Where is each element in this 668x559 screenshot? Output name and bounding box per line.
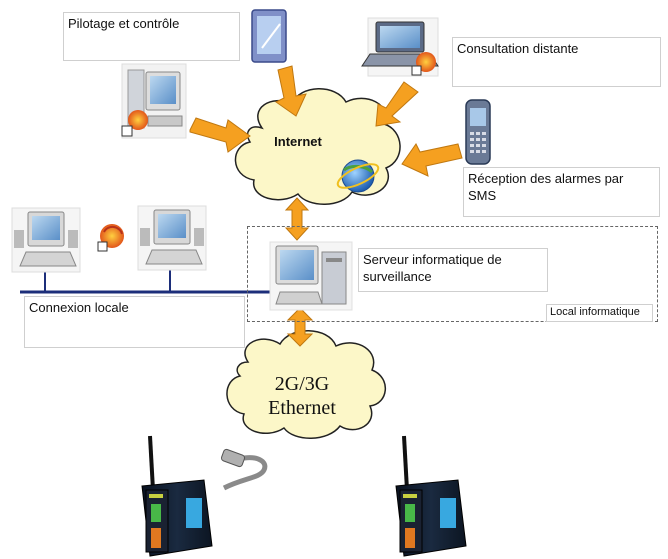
label-local: Local informatique xyxy=(546,304,653,322)
arrow-from-tablet xyxy=(275,65,307,117)
router-2-icon xyxy=(395,435,467,557)
label-connexion: Connexion locale xyxy=(24,296,245,348)
local-pc-2-icon xyxy=(137,205,207,271)
firefox-icon xyxy=(97,224,124,252)
laptop-icon xyxy=(361,17,439,77)
label-reception: Réception des alarmes par SMS xyxy=(463,167,660,217)
tablet-icon xyxy=(251,9,287,63)
cable-icon xyxy=(220,448,268,491)
pilot-pc-icon xyxy=(121,63,187,139)
router-1-icon xyxy=(141,435,213,557)
label-serveur: Serveur informatique de surveillance xyxy=(358,248,548,292)
network-cloud-line-2: Ethernet xyxy=(268,397,336,419)
mobile-phone-icon xyxy=(465,99,491,165)
server-pc-icon xyxy=(269,241,353,311)
label-pilotage: Pilotage et contrôle xyxy=(63,12,240,61)
arrow-from-laptop xyxy=(375,81,419,127)
internet-globe-icon xyxy=(336,159,380,193)
arrow-internet-server xyxy=(284,197,310,241)
local-area-boundary xyxy=(247,226,658,322)
internet-cloud-label: Internet xyxy=(274,134,322,149)
arrow-from-phone xyxy=(401,143,463,177)
arrow-from-pilot-pc xyxy=(189,117,251,153)
network-cloud-label: 2G/3G Ethernet xyxy=(240,372,364,420)
local-pc-1-icon xyxy=(11,207,81,273)
network-cloud-line-1: 2G/3G xyxy=(274,373,330,395)
arrow-server-network xyxy=(286,307,314,347)
label-consultation: Consultation distante xyxy=(452,37,661,87)
network-cloud xyxy=(226,330,387,439)
